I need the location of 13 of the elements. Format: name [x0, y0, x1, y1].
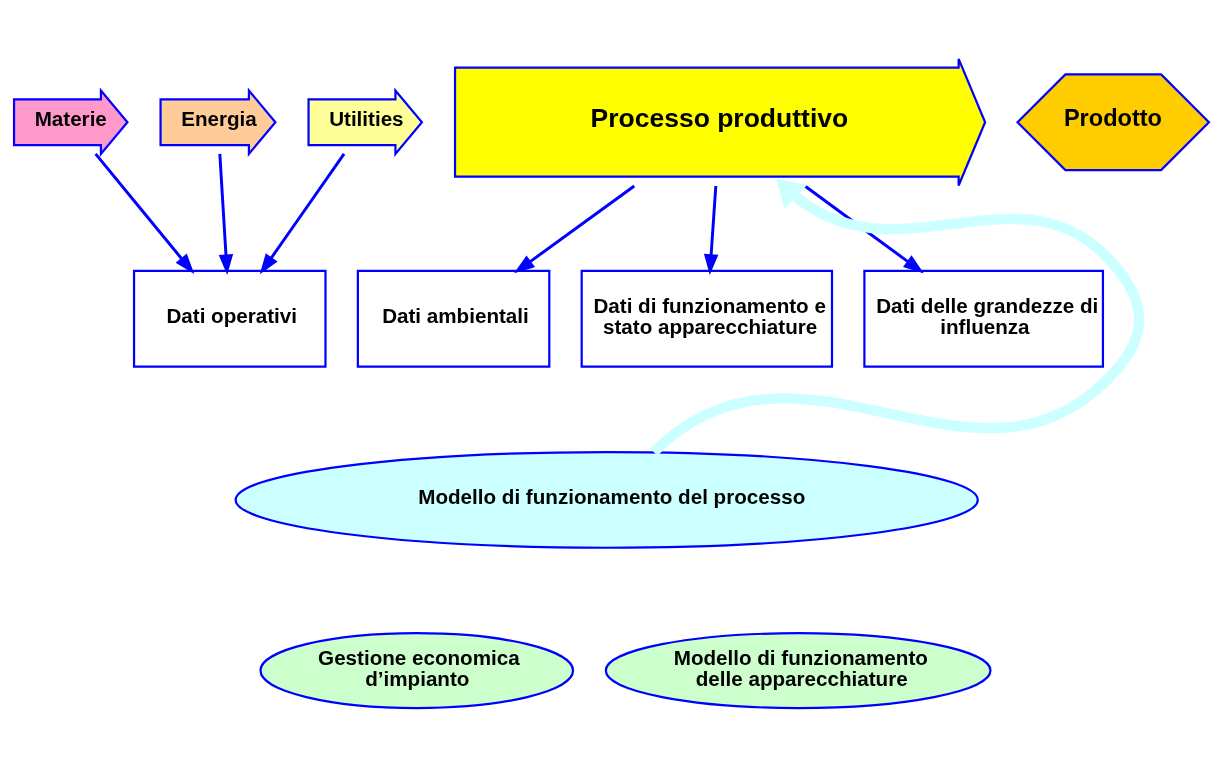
arrow [218, 153, 234, 275]
arrow [650, 178, 1145, 456]
arrow [514, 184, 636, 273]
node-ellipse: Modello di funzionamento delle apparecchiature [604, 631, 992, 709]
node-ellipse: Modello di funzionamento del processo [234, 450, 979, 549]
node-box: Dati delle grandezze di influenza [863, 269, 1105, 368]
arrow [94, 152, 195, 274]
node-box: Dati ambientali [356, 269, 551, 368]
node-ellipse: Gestione economica d’impianto [259, 631, 575, 709]
arrow [259, 152, 346, 274]
node-box: Dati operativi [132, 269, 327, 368]
arrow [703, 185, 719, 275]
node-box: Dati di funzionamento e stato apparecchiature [580, 269, 834, 368]
